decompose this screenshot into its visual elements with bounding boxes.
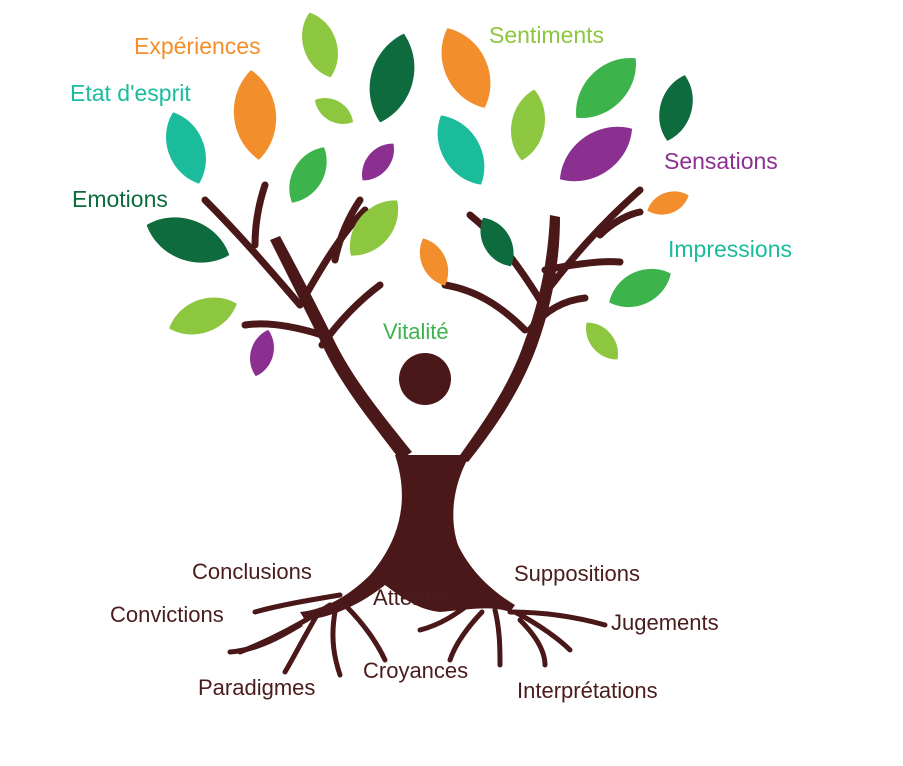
leaf [647, 191, 689, 215]
leaf [362, 143, 394, 181]
leaf [437, 115, 485, 185]
leaf [441, 28, 491, 108]
tree-branches [201, 181, 644, 349]
label-suppositions: Suppositions [514, 561, 640, 586]
leaf [302, 12, 338, 78]
label-etat-esprit: Etat d'esprit [70, 80, 191, 106]
leaf [369, 33, 415, 123]
leaf [169, 297, 237, 335]
leaf [559, 126, 633, 182]
leaves [146, 12, 693, 377]
tree-roots [227, 592, 608, 678]
leaf [314, 98, 354, 124]
leaf [586, 322, 618, 360]
leaf [166, 112, 206, 184]
label-attentes: Attentes [373, 585, 454, 610]
label-paradigmes: Paradigmes [198, 675, 316, 700]
label-sentiments: Sentiments [489, 22, 605, 48]
label-croyances: Croyances [363, 658, 469, 683]
leaf [250, 329, 274, 377]
leaf [511, 89, 545, 161]
label-vitalite: Vitalité [383, 319, 449, 344]
leaf [480, 217, 514, 267]
label-convictions: Convictions [110, 602, 224, 627]
leaf [349, 200, 399, 256]
label-experiences: Expériences [134, 33, 261, 59]
label-sensations: Sensations [664, 148, 778, 174]
label-impressions: Impressions [668, 236, 792, 262]
label-jugements: Jugements [611, 610, 719, 635]
label-emotions: Emotions [72, 186, 168, 212]
leaf [146, 217, 230, 263]
label-conclusions: Conclusions [192, 559, 312, 584]
leaf [419, 238, 449, 286]
leaf [233, 70, 277, 160]
leaf [609, 269, 671, 307]
label-interpretations: Interprétations [517, 678, 658, 703]
leaf [659, 75, 693, 141]
leaf [576, 58, 636, 118]
figure-head [399, 353, 451, 405]
leaf [289, 147, 327, 203]
